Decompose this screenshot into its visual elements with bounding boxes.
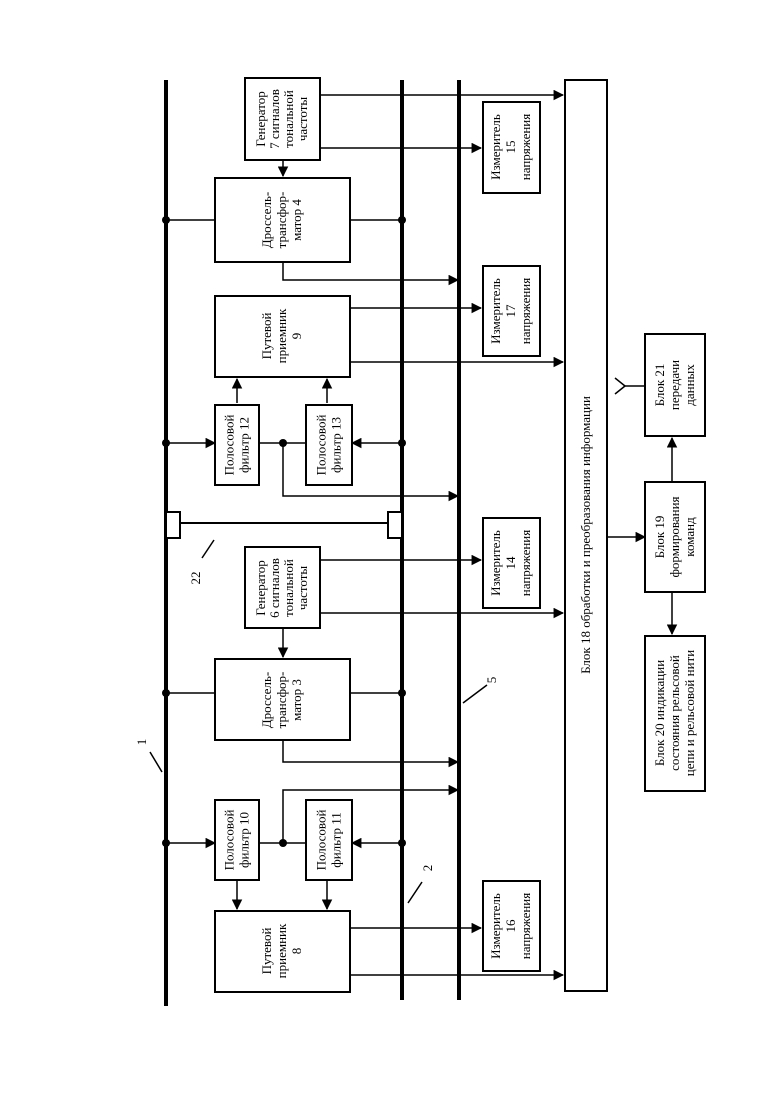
bandpass-filter-12: Полосовойфильтр 12 [215, 405, 259, 485]
block-text-line: Полосовой [222, 415, 237, 476]
block-text-line: частоты [295, 566, 310, 611]
block-text-line: частоты [295, 97, 310, 142]
label-rail-1: 1 [134, 739, 149, 746]
svg-text:Полосовойфильтр 12: Полосовойфильтр 12 [222, 415, 252, 476]
block-text-line: тональной [281, 90, 296, 148]
block-text-line: 17 [503, 304, 518, 318]
block-text-line: Генератор [253, 91, 268, 146]
junction-dot [162, 839, 170, 847]
block-text-line: напряжения [518, 278, 533, 344]
block-text-line: приемник [274, 308, 289, 363]
bandpass-filter-11: Полосовойфильтр 11 [306, 800, 352, 880]
block-text-line: Блок 21 [652, 364, 667, 407]
junction-dot [398, 689, 406, 697]
voltage-meter-17: Измеритель17напряжения [483, 266, 540, 356]
svg-text:Блок 20 индикациисостояния рел: Блок 20 индикациисостояния рельсовойцепи… [652, 650, 697, 776]
block-text-line: трансфор- [274, 192, 289, 249]
block-text-line: фильтр 11 [329, 812, 344, 867]
block-text-line: 6 сигналов [267, 558, 282, 618]
block-text-line: Измеритель [488, 278, 503, 344]
command-block-19: Блок 19формированиякоманд [645, 482, 705, 592]
label-jumper-22: 22 [188, 572, 203, 585]
block-text-line: фильтр 10 [237, 812, 252, 868]
track-receiver-8: Путевойприемник8 [215, 911, 350, 992]
block-text-line: 8 [289, 948, 304, 955]
block-text-line: приемник [274, 923, 289, 978]
block-text-line: Блок 20 индикации [652, 660, 667, 766]
block-text-line: команд [682, 517, 697, 557]
block-text-line: состояния рельсовой [667, 655, 682, 771]
block-text-line: 16 [503, 919, 518, 933]
svg-text:Полосовойфильтр 11: Полосовойфильтр 11 [314, 810, 344, 871]
block-text-line: трансфор- [274, 672, 289, 729]
track-receiver-9: Путевойприемник9 [215, 296, 350, 377]
voltage-meter-16: Измеритель16напряжения [483, 881, 540, 971]
bandpass-filter-13: Полосовойфильтр 13 [306, 405, 352, 485]
voltage-meter-15: Измеритель15напряжения [483, 102, 540, 193]
svg-text:Блок 21передачиданных: Блок 21передачиданных [652, 360, 697, 410]
block-text-line: Блок 18 обработки и преобразования инфор… [578, 396, 593, 674]
drossel-transformer-4: Дроссель-трансфор-матор 4 [215, 178, 350, 262]
block-text-line: данных [682, 364, 697, 406]
block-text-line: Блок 19 [652, 516, 667, 559]
jumper-left-connector [166, 512, 180, 538]
block-text-line: матор 4 [289, 199, 304, 241]
block-text-line: Путевой [259, 928, 274, 975]
block-text-line: Измеритель [488, 893, 503, 959]
junction-dot [162, 439, 170, 447]
block-text-line: 14 [503, 556, 518, 570]
block-text-line: напряжения [518, 893, 533, 959]
svg-text:Полосовойфильтр 13: Полосовойфильтр 13 [314, 415, 344, 476]
block-text-line: фильтр 13 [329, 417, 344, 473]
label-line-5: 5 [484, 677, 499, 684]
bandpass-filter-10: Полосовойфильтр 10 [215, 800, 259, 880]
data-transfer-block-21: Блок 21передачиданных [645, 334, 705, 436]
block-text-line: Путевой [259, 313, 274, 360]
block-text-line: напряжения [518, 114, 533, 180]
block-text-line: формирования [667, 496, 682, 577]
generator-6: Генератор6 сигналовтональнойчастоты [245, 547, 320, 628]
processing-block-18: Блок 18 обработки и преобразования инфор… [565, 80, 607, 991]
svg-text:Генератор7 сигналовтональнойча: Генератор7 сигналовтональнойчастоты [253, 89, 310, 149]
voltage-meter-14: Измеритель14напряжения [483, 518, 540, 608]
block-text-line: Генератор [253, 560, 268, 615]
svg-text:Блок 18 обработки и преобразов: Блок 18 обработки и преобразования инфор… [578, 396, 593, 674]
label-rail-2: 2 [420, 865, 435, 872]
block-text-line: передачи [667, 360, 682, 410]
block-text-line: Измеритель [488, 114, 503, 180]
block-text-line: Полосовой [222, 810, 237, 871]
block-text-line: 7 сигналов [267, 89, 282, 149]
junction-dot [398, 439, 406, 447]
svg-text:Генератор6 сигналовтональнойча: Генератор6 сигналовтональнойчастоты [253, 558, 310, 618]
drossel-transformer-3: Дроссель-трансфор-матор 3 [215, 659, 350, 740]
block-text-line: 9 [289, 333, 304, 340]
junction-dot [398, 839, 406, 847]
junction-dot [279, 439, 287, 447]
indication-block-20: Блок 20 индикациисостояния рельсовойцепи… [645, 636, 705, 791]
junction-dot [162, 216, 170, 224]
block-text-line: Дроссель- [259, 672, 274, 728]
jumper-right-connector [388, 512, 402, 538]
block-text-line: 15 [503, 141, 518, 154]
junction-dot [398, 216, 406, 224]
block-text-line: фильтр 12 [237, 417, 252, 473]
block-text-line: цепи и рельсовой нити [682, 650, 697, 776]
block-text-line: Дроссель- [259, 192, 274, 248]
block-text-line: тональной [281, 559, 296, 617]
svg-text:Дроссель-трансфор-матор 4: Дроссель-трансфор-матор 4 [259, 192, 304, 249]
junction-dot [279, 839, 287, 847]
svg-text:Полосовойфильтр 10: Полосовойфильтр 10 [222, 810, 252, 871]
svg-text:Дроссель-трансфор-матор 3: Дроссель-трансфор-матор 3 [259, 672, 304, 729]
block-text-line: матор 3 [289, 679, 304, 721]
block-text-line: Полосовой [314, 415, 329, 476]
junction-dot [162, 689, 170, 697]
block-text-line: Измеритель [488, 530, 503, 596]
block-text-line: напряжения [518, 530, 533, 596]
block-text-line: Полосовой [314, 810, 329, 871]
generator-7: Генератор7 сигналовтональнойчастоты [245, 78, 320, 160]
